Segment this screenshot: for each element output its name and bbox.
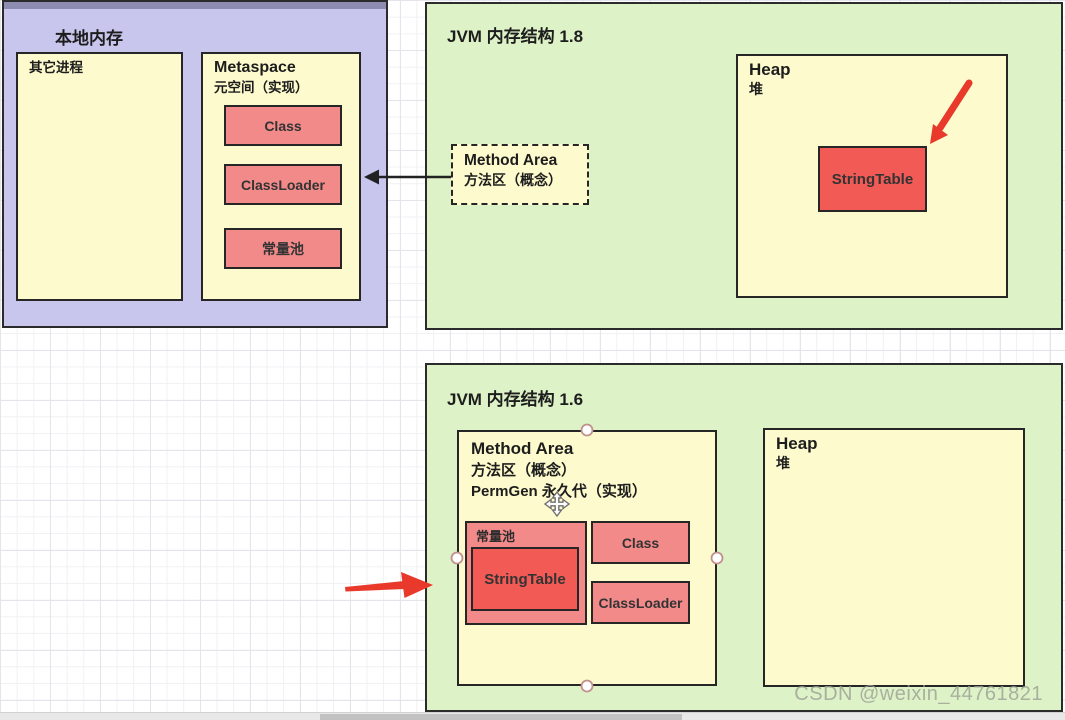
- heap-16-name: Heap: [776, 434, 818, 453]
- metaspace-classloader-label: ClassLoader: [240, 176, 326, 193]
- method-area-16-impl: PermGen 永久代（实现）: [471, 483, 647, 500]
- heap-16-box[interactable]: Heap 堆: [763, 428, 1025, 687]
- local-memory-panel[interactable]: 本地内存 其它进程 Metaspace 元空间（实现） Class ClassL…: [2, 0, 388, 328]
- metaspace-title: Metaspace: [214, 59, 296, 76]
- metaspace-class-label: Class: [264, 117, 302, 134]
- red-arrow-annotation-16[interactable]: [345, 572, 433, 598]
- horizontal-scrollbar[interactable]: [0, 712, 1065, 720]
- jvm-18-title: JVM 内存结构 1.8: [447, 27, 584, 46]
- classloader-16-box[interactable]: ClassLoader: [591, 581, 690, 624]
- other-process-box[interactable]: 其它进程: [16, 52, 183, 301]
- jvm-16-title: JVM 内存结构 1.6: [447, 390, 584, 409]
- constant-pool-16-box[interactable]: 常量池 StringTable: [465, 521, 587, 625]
- other-process-label: 其它进程: [29, 60, 83, 75]
- string-table-18-box[interactable]: StringTable: [818, 146, 927, 212]
- heap-18-box[interactable]: Heap 堆 StringTable: [736, 54, 1008, 298]
- string-table-16-box[interactable]: StringTable: [471, 547, 579, 611]
- classloader-16-label: ClassLoader: [598, 594, 683, 611]
- method-area-18-subtitle: 方法区（概念）: [464, 172, 562, 188]
- panel-top-shade: [4, 2, 386, 9]
- metaspace-classloader-box[interactable]: ClassLoader: [224, 164, 342, 205]
- method-area-16-subtitle: 方法区（概念）: [471, 462, 577, 479]
- method-area-16-box[interactable]: Method Area 方法区（概念） PermGen 永久代（实现） 常量池 …: [457, 430, 717, 686]
- metaspace-constant-pool-box[interactable]: 常量池: [224, 228, 342, 269]
- method-area-18-name: Method Area: [464, 152, 558, 169]
- metaspace-subtitle: 元空间（实现）: [214, 80, 309, 95]
- method-area-18-box[interactable]: Method Area 方法区（概念）: [451, 144, 589, 205]
- local-memory-title: 本地内存: [55, 29, 123, 48]
- string-table-18-label: StringTable: [831, 170, 914, 188]
- string-table-16-label: StringTable: [484, 570, 566, 588]
- heap-18-name: Heap: [749, 60, 791, 79]
- method-area-16-name: Method Area: [471, 439, 574, 458]
- heap-16-subtitle: 堆: [776, 455, 790, 471]
- constant-pool-16-label: 常量池: [476, 529, 516, 544]
- jvm-18-panel[interactable]: JVM 内存结构 1.8 Method Area 方法区（概念） Heap 堆 …: [425, 2, 1063, 330]
- heap-18-subtitle: 堆: [749, 81, 763, 97]
- class-16-label: Class: [621, 534, 660, 551]
- class-16-box[interactable]: Class: [591, 521, 690, 564]
- metaspace-box[interactable]: Metaspace 元空间（实现） Class ClassLoader 常量池: [201, 52, 361, 301]
- metaspace-constant-pool-label: 常量池: [262, 240, 304, 257]
- horizontal-scrollbar-thumb[interactable]: [320, 714, 682, 720]
- csdn-watermark: CSDN @weixin_44761821: [794, 683, 1043, 705]
- jvm-16-panel[interactable]: JVM 内存结构 1.6 Method Area 方法区（概念） PermGen…: [425, 363, 1063, 712]
- metaspace-class-box[interactable]: Class: [224, 105, 342, 146]
